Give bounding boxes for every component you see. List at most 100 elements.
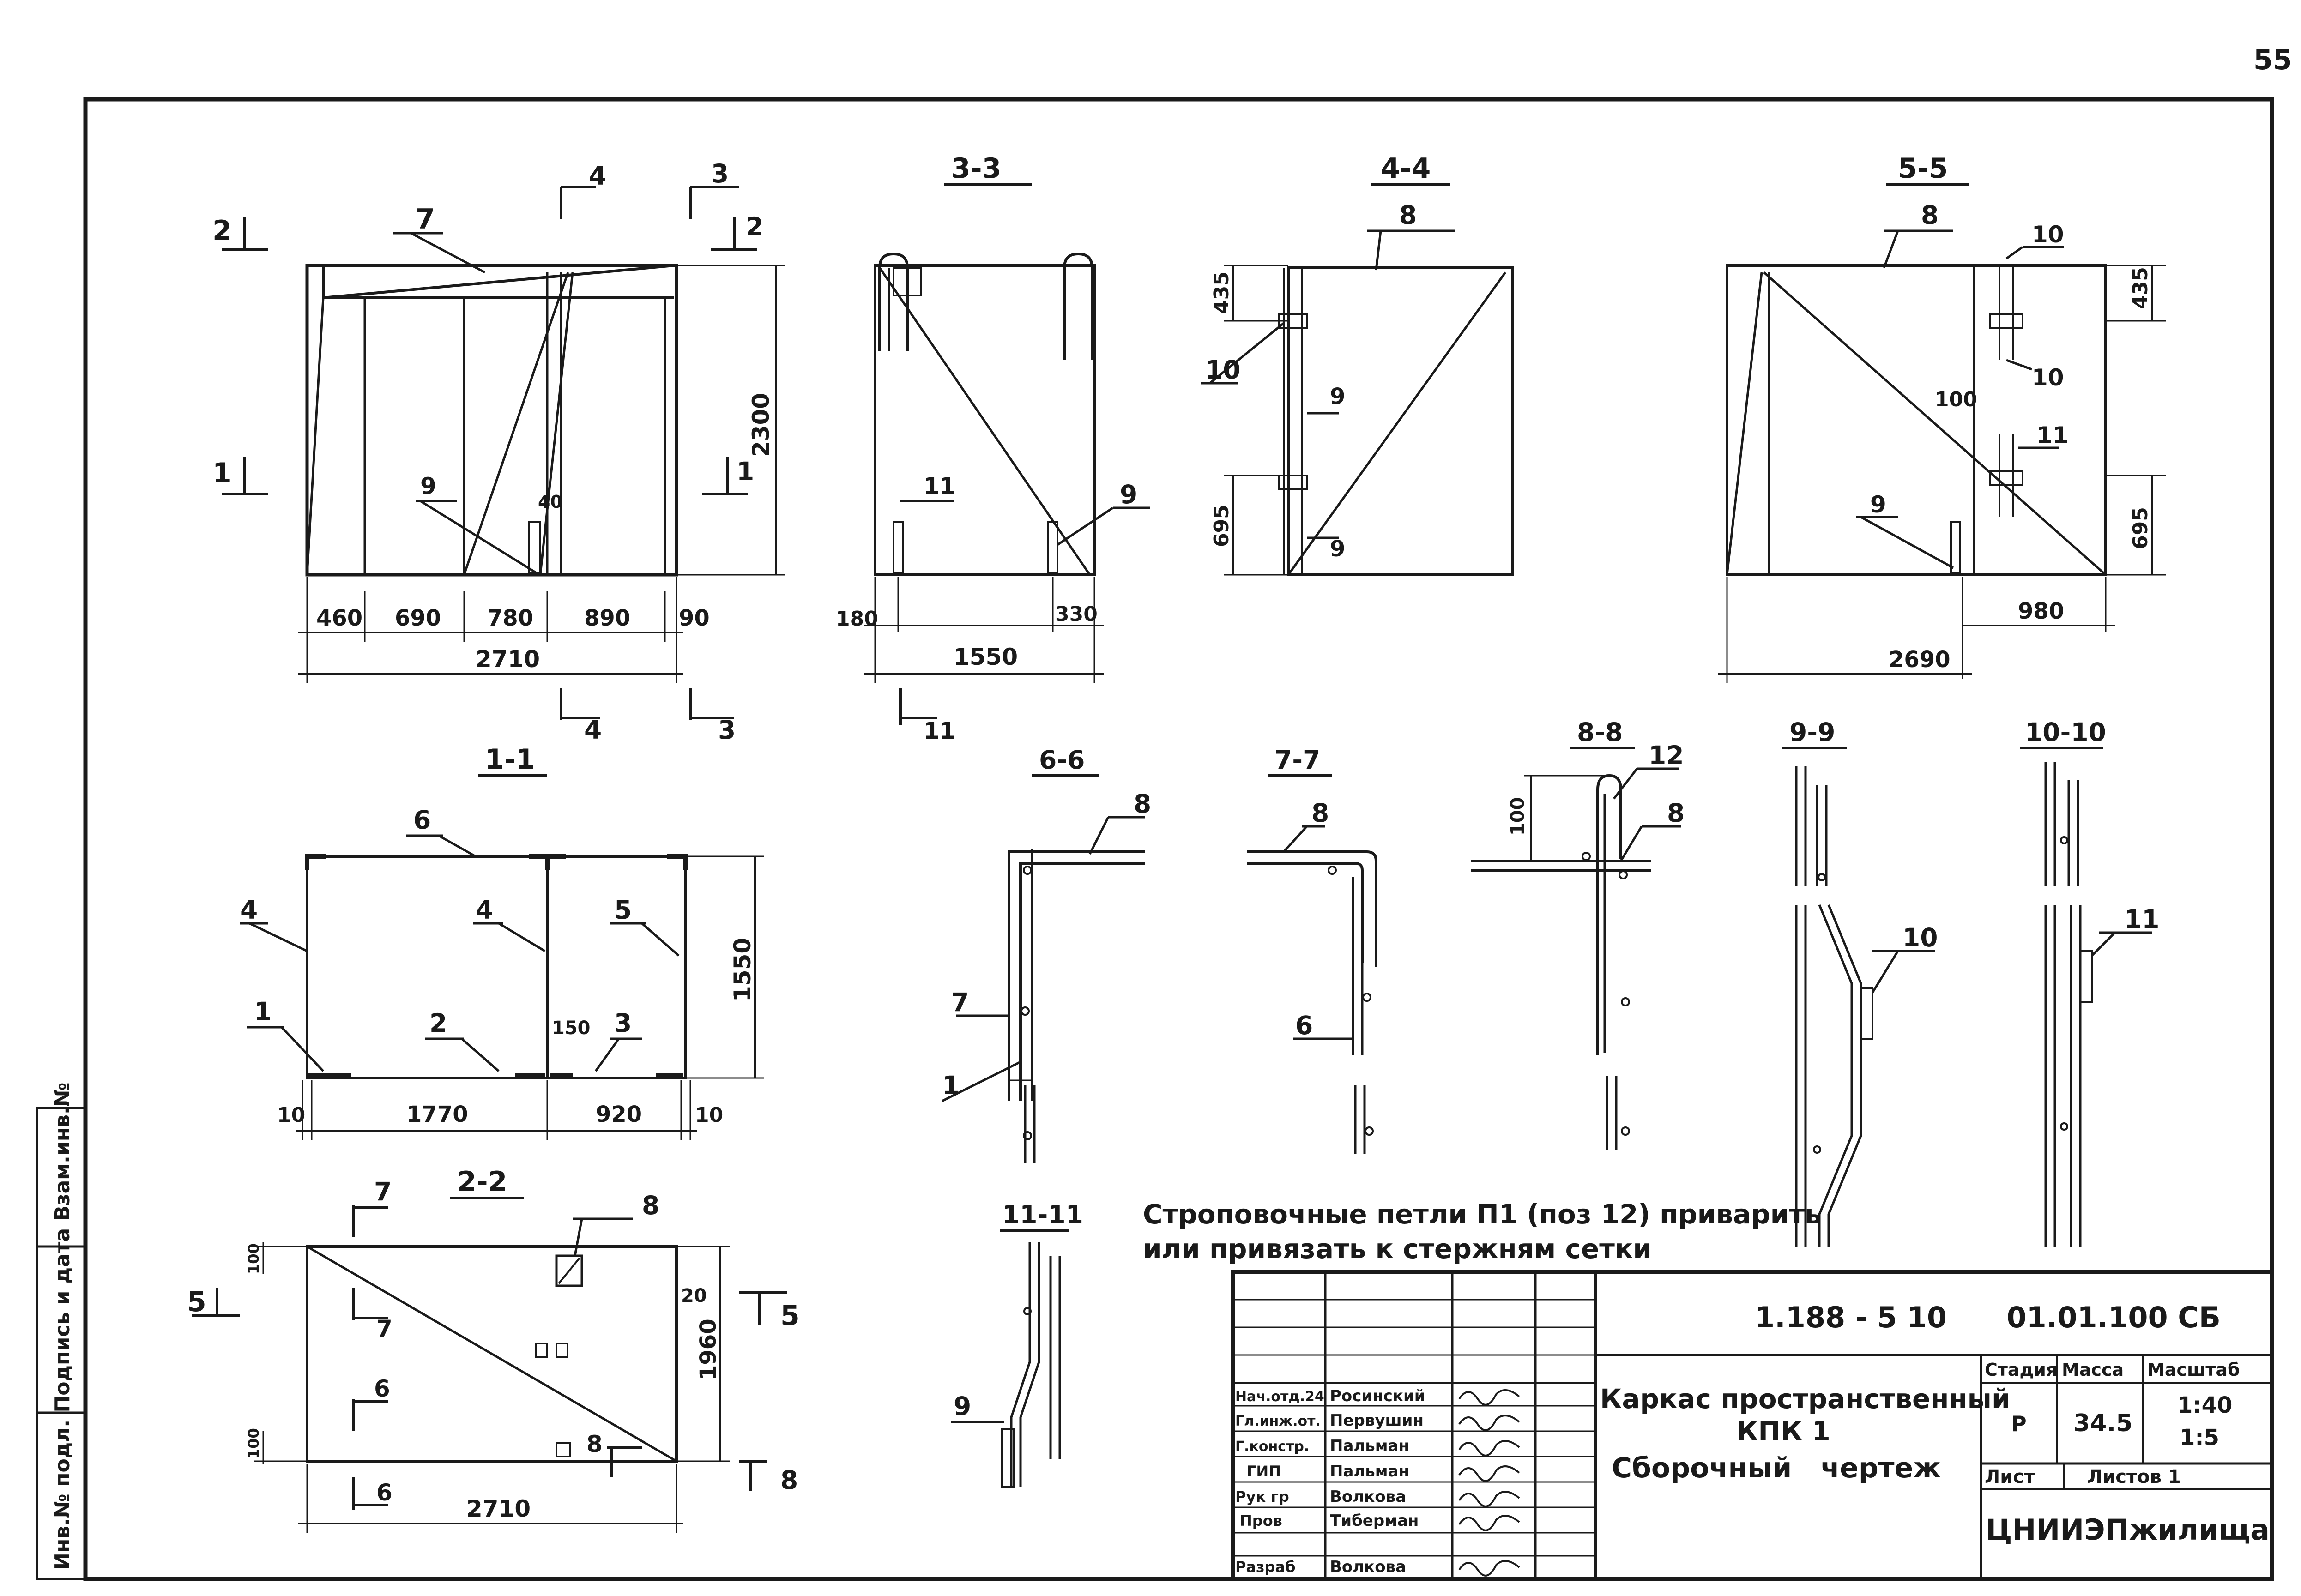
stage-label: Стадия	[1985, 1360, 2057, 1380]
staff-role: ГИП	[1247, 1463, 1281, 1480]
section-title-8-8: 8-8	[1577, 717, 1623, 747]
v55-pos-11: 11	[2036, 422, 2069, 449]
v55-pos-10a: 10	[2032, 221, 2064, 248]
signature	[1458, 1491, 1520, 1507]
detail-7-7: 7-7 8 6	[1247, 745, 1377, 1154]
v33-dim-1550: 1550	[954, 644, 1018, 670]
cut-4-bottom: 4	[584, 715, 602, 745]
section-title-6-6: 6-6	[1039, 745, 1085, 775]
view-2-2: 2-2 8 7 7 6 6 8 8 5 5 20	[187, 1166, 800, 1533]
detail-9-9: 9-9 10	[1782, 717, 1938, 1247]
side-stamp-text: Инв.№ подл. Подпись и дата Взам.инв.№	[51, 1082, 74, 1570]
staff-name: Волкова	[1330, 1558, 1406, 1576]
staff-name: Росинский	[1330, 1387, 1425, 1405]
v44-pos-8: 8	[1399, 200, 1417, 230]
v22-dim-b: 100	[245, 1428, 262, 1459]
v33-pos-9: 9	[1120, 480, 1137, 509]
v22-dim-2710: 2710	[466, 1495, 531, 1522]
d6-pos-1: 1	[942, 1071, 960, 1100]
v11-dim-10b: 10	[695, 1103, 723, 1127]
cut-1-right: 1	[737, 457, 754, 486]
organization: ЦНИИЭПжилища	[1986, 1513, 2270, 1547]
sheets-label: Листов 1	[2087, 1466, 2181, 1488]
staff-role: Разраб	[1235, 1558, 1295, 1576]
v11-pos-6: 6	[413, 805, 431, 835]
d11-pos-9: 9	[954, 1391, 971, 1421]
v22-pos-8: 8	[642, 1191, 659, 1220]
v22-dim-20: 20	[681, 1285, 707, 1307]
staff-role: Нач.отд.24	[1235, 1389, 1324, 1405]
pos-7-label: 7	[416, 203, 435, 235]
staff-row-4: ГИП Пальман	[1247, 1462, 1520, 1482]
staff-name: Первушин	[1330, 1411, 1424, 1430]
title-block: Нач.отд.24 Росинский Гл.инж.от. Первушин…	[1231, 1270, 2274, 1581]
note-line-1: Строповочные петли П1 (поз 12) приварить	[1143, 1199, 1822, 1230]
staff-name: Пальман	[1330, 1437, 1409, 1455]
v22-cut-6b: 6	[376, 1479, 393, 1506]
v22-dim-a: 100	[245, 1243, 262, 1274]
v22-cut-8: 8	[586, 1431, 603, 1457]
cut-3-bottom: 3	[718, 715, 736, 745]
v22-cut-8r: 8	[780, 1465, 798, 1495]
v55-dim-100: 100	[1935, 388, 1977, 411]
section-title-9-9: 9-9	[1789, 717, 1835, 747]
v11-dim-150: 150	[552, 1018, 591, 1039]
cut-4-top: 4	[589, 161, 606, 191]
stage-value: Р	[2011, 1411, 2027, 1436]
v55-dim-980: 980	[2018, 598, 2064, 624]
detail-6-6: 6-6 8 7 1	[941, 745, 1151, 1163]
title-line-2: КПК 1	[1736, 1415, 1830, 1447]
signature	[1458, 1440, 1520, 1457]
scale-value-2: 1:5	[2180, 1425, 2219, 1451]
signature	[1458, 1389, 1520, 1406]
dim-2710: 2710	[476, 646, 540, 673]
d10-pos-11: 11	[2124, 904, 2160, 934]
section-title-7-7: 7-7	[1274, 745, 1320, 775]
v44-dim-435: 435	[1210, 271, 1233, 314]
note-line-2: или привязать к стержням сетки	[1143, 1233, 1652, 1265]
staff-role: Пров	[1240, 1512, 1282, 1530]
section-title-11-11: 11-11	[1002, 1200, 1083, 1229]
dim-780: 780	[487, 605, 533, 631]
v33-cut-11: 11	[924, 717, 956, 744]
cut-3-top: 3	[711, 159, 729, 188]
cut-2-left: 2	[212, 215, 232, 247]
signature	[1458, 1560, 1520, 1577]
scale-value-1: 1:40	[2177, 1392, 2232, 1418]
v44-pos-10: 10	[1205, 355, 1241, 385]
dim-2300: 2300	[748, 393, 774, 457]
cut-2-right: 2	[746, 212, 763, 241]
v33-pos-11: 11	[924, 473, 956, 500]
sheet-frame	[83, 97, 2274, 1581]
v11-pos-4a: 4	[240, 895, 258, 925]
dim-460: 460	[316, 605, 362, 631]
staff-name: Волкова	[1330, 1488, 1406, 1506]
staff-row-3: Г.констр. Пальман	[1235, 1437, 1520, 1457]
detail-8-8: 8-8 100 12 8	[1471, 717, 1685, 1150]
detail-10-10: 10-10 11	[2020, 717, 2160, 1247]
staff-role: Рук гр	[1235, 1488, 1289, 1506]
dim-690: 690	[395, 605, 441, 631]
v11-dim-1770: 1770	[406, 1102, 468, 1127]
pos-9-label: 9	[420, 473, 436, 500]
v55-dim-695: 695	[2129, 507, 2152, 549]
v55-pos-8: 8	[1921, 200, 1939, 230]
staff-row-7: Разраб Волкова	[1235, 1558, 1520, 1577]
v11-dim-10a: 10	[277, 1103, 305, 1127]
staff-role: Гл.инж.от.	[1235, 1413, 1321, 1429]
d8-pos-12: 12	[1649, 741, 1684, 770]
v55-dim-2690: 2690	[1889, 647, 1951, 673]
d7-pos-8: 8	[1311, 798, 1329, 828]
v33-dim-180: 180	[836, 607, 878, 631]
sheet-label: Лист	[1985, 1466, 2035, 1488]
section-title-10-10: 10-10	[2025, 717, 2106, 747]
d8-dim-100: 100	[1507, 797, 1528, 836]
v11-pos-1: 1	[254, 997, 272, 1026]
page-number: 55	[2253, 44, 2292, 76]
scale-label: Масштаб	[2147, 1360, 2240, 1380]
v11-pos-5: 5	[614, 895, 632, 925]
side-stamp: Инв.№ подл. Подпись и дата Взам.инв.№	[36, 1082, 87, 1580]
section-title-1-1: 1-1	[485, 743, 535, 776]
section-title-3-3: 3-3	[951, 152, 1001, 185]
